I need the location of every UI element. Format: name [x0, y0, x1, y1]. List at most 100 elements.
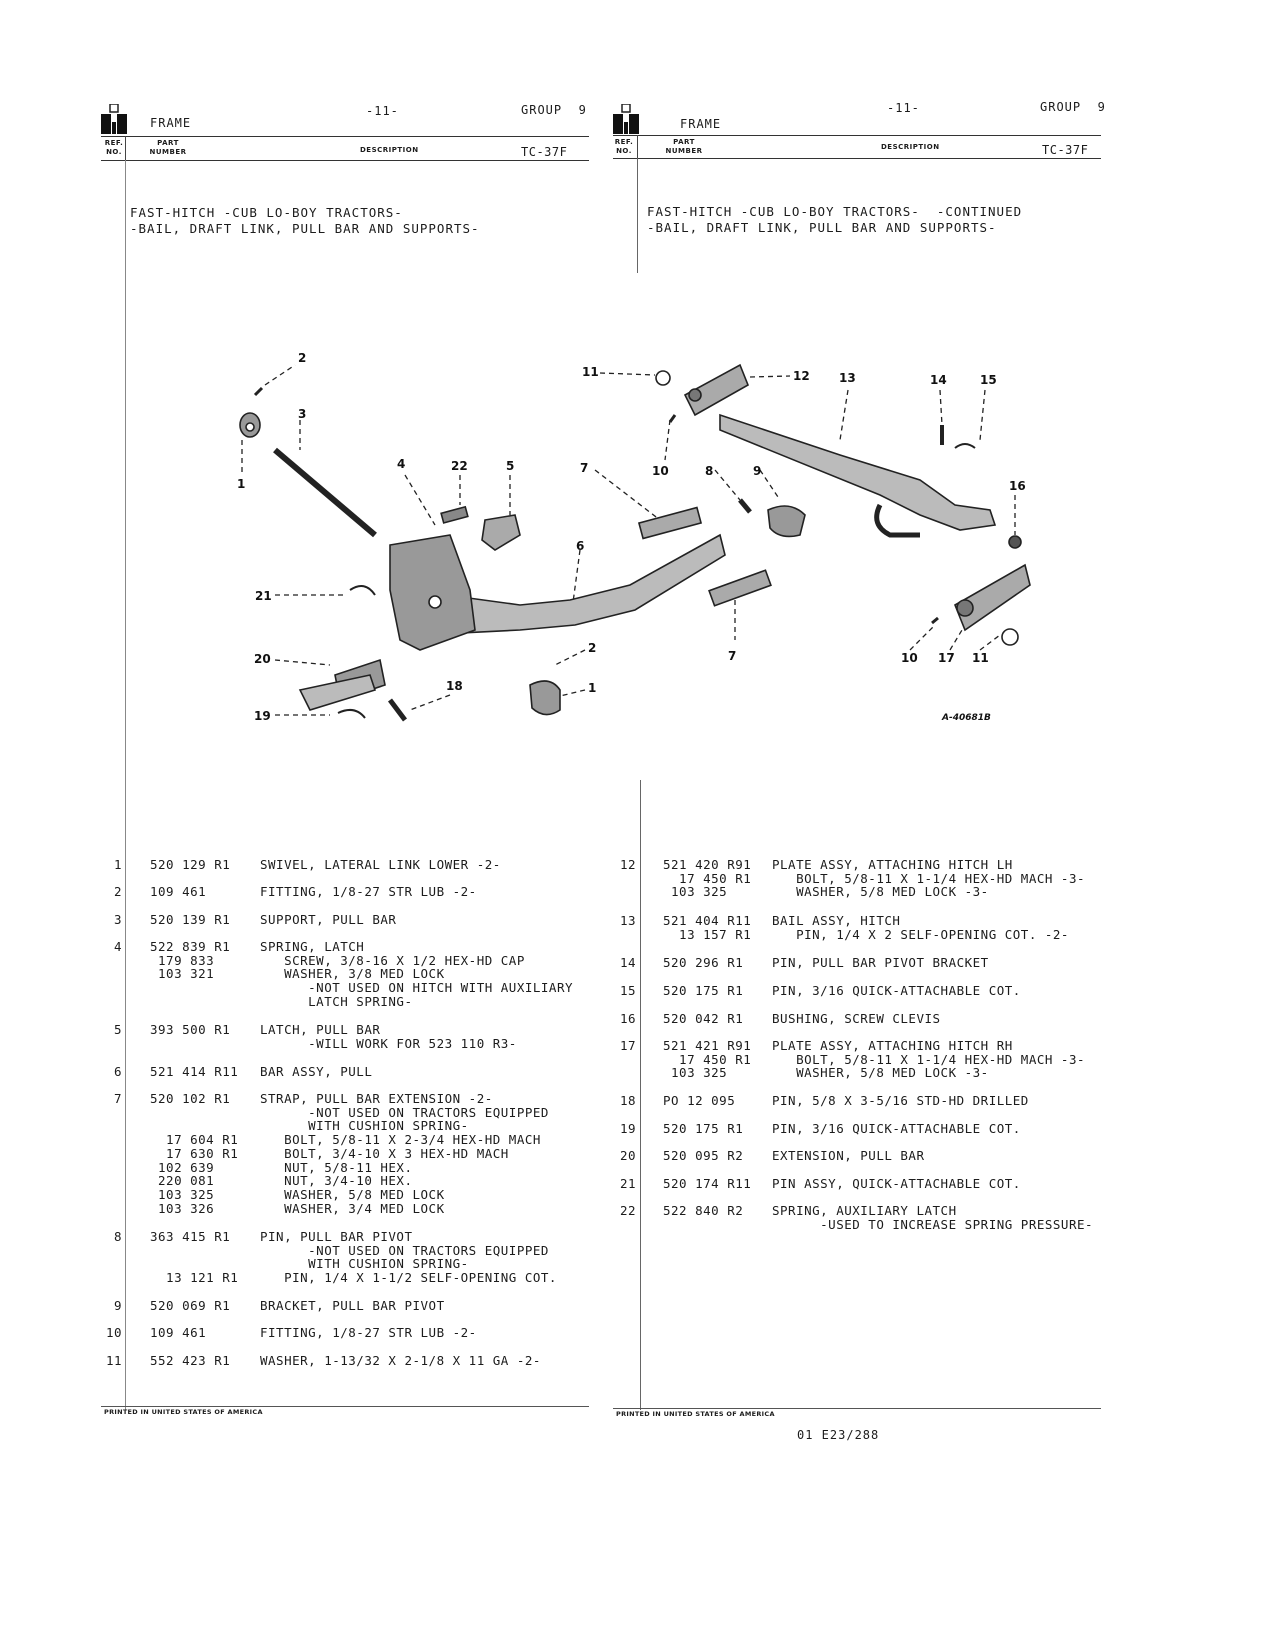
part-number: 103 325	[150, 1186, 215, 1202]
diagram-label: 21	[255, 589, 272, 603]
part-description: BOLT, 5/8-11 X 1-1/4 HEX-HD MACH -3-	[772, 870, 1085, 886]
diagram-label: 8	[705, 464, 713, 478]
ref-col-header-right: REF.NO.	[614, 138, 634, 155]
diagram-label: 10	[652, 464, 669, 478]
ref-number: 1	[113, 857, 122, 872]
diagram-label: 16	[1009, 479, 1026, 493]
part-number: 521 404 R11	[663, 913, 752, 928]
part-number: 102 639	[150, 1159, 215, 1175]
part-description: NUT, 3/4-10 HEX.	[260, 1173, 413, 1189]
part-number: 179 833	[150, 952, 215, 968]
page-number-left: -11-	[366, 104, 399, 118]
diagram-label: 14	[930, 373, 947, 387]
part-description: PLATE ASSY, ATTACHING HITCH RH	[772, 1038, 1013, 1053]
part-description: PIN, 1/4 X 1-1/2 SELF-OPENING COT.	[260, 1270, 557, 1286]
ref-number: 8	[113, 1229, 122, 1244]
diagram-label: 1	[237, 477, 245, 491]
part-description: BOLT, 5/8-11 X 2-3/4 HEX-HD MACH	[260, 1132, 541, 1148]
part-description: PIN, 1/4 X 2 SELF-OPENING COT. -2-	[772, 926, 1069, 942]
diagram-label: 5	[506, 459, 514, 473]
part-description: BUSHING, SCREW CLEVIS	[772, 1011, 941, 1026]
printed-note-right: PRINTED IN UNITED STATES OF AMERICA	[616, 1410, 775, 1418]
diagram-label: 3	[298, 407, 306, 421]
catalog-code-right: TC-37F	[1042, 143, 1089, 157]
part-number: 522 840 R2	[663, 1203, 744, 1218]
part-number: 521 421 R91	[663, 1038, 752, 1053]
part-description: BAIL ASSY, HITCH	[772, 913, 901, 928]
ref-number: 2	[113, 884, 122, 899]
part-number: 17 604 R1	[150, 1132, 239, 1148]
group-label-right: GROUP 9	[1040, 100, 1106, 114]
part-number: 520 069 R1	[150, 1298, 231, 1313]
part-description: WASHER, 3/4 MED LOCK	[260, 1200, 445, 1216]
ref-number: 10	[105, 1325, 122, 1340]
diagram-label: 6	[576, 539, 584, 553]
part-number: 220 081	[150, 1173, 215, 1189]
bail-assy-part	[719, 413, 997, 538]
part-number: 521 420 R91	[663, 857, 752, 872]
part-description: FITTING, 1/8-27 STR LUB -2-	[260, 1325, 477, 1340]
part-description: SWIVEL, LATERAL LINK LOWER -2-	[260, 857, 501, 872]
printed-note-left: PRINTED IN UNITED STATES OF AMERICA	[104, 1408, 263, 1416]
part-number: 520 175 R1	[663, 1121, 744, 1136]
ref-number: 16	[619, 1011, 636, 1026]
ref-number: 5	[113, 1022, 122, 1037]
part-number: 17 450 R1	[663, 1051, 752, 1067]
section-heading-left: FAST-HITCH -CUB LO-BOY TRACTORS--BAIL, D…	[130, 205, 480, 236]
part-number: 520 174 R11	[663, 1176, 752, 1191]
ref-number: 12	[619, 857, 636, 872]
desc-col-header-right: DESCRIPTION	[881, 143, 940, 151]
part-description: SPRING, AUXILIARY LATCH	[772, 1203, 957, 1218]
part-number: 103 325	[663, 1065, 728, 1081]
diagram-label: 12	[793, 369, 810, 383]
part-description: WASHER, 5/8 MED LOCK	[260, 1186, 445, 1202]
support-pull-bar-part	[239, 412, 377, 538]
ref-number: 14	[619, 955, 636, 970]
part-description: EXTENSION, PULL BAR	[772, 1148, 925, 1163]
part-number: 109 461	[150, 1325, 207, 1340]
part-description: SCREW, 3/8-16 X 1/2 HEX-HD CAP	[260, 952, 525, 968]
part-description: BOLT, 5/8-11 X 1-1/4 HEX-HD MACH -3-	[772, 1051, 1085, 1067]
catalog-code-left: TC-37F	[521, 145, 568, 159]
part-description: PIN, 3/16 QUICK-ATTACHABLE COT.	[772, 1121, 1021, 1136]
part-number: 103 325	[663, 884, 728, 900]
part-description: WASHER, 5/8 MED LOCK -3-	[772, 884, 989, 900]
part-description: PIN, 5/8 X 3-5/16 STD-HD DRILLED	[772, 1093, 1029, 1108]
part-description: SPRING, LATCH	[260, 939, 365, 954]
part-number: 520 175 R1	[663, 983, 744, 998]
part-description: PIN, 3/16 QUICK-ATTACHABLE COT.	[772, 983, 1021, 998]
part-number: 17 630 R1	[150, 1145, 239, 1161]
illustration-code: A-40681B	[941, 713, 991, 723]
part-number: 552 423 R1	[150, 1353, 231, 1368]
exploded-parts-diagram: 2 3 1 4 22 5 7 6 21 20 18 19 2 1 11 12 1…	[237, 351, 1031, 723]
ref-number: 4	[113, 939, 122, 954]
diagram-label: 2	[588, 641, 596, 655]
diagram-label: 11	[582, 365, 599, 379]
page-number-right: -11-	[887, 101, 920, 115]
part-description: -NOT USED ON HITCH WITH AUXILIARY	[260, 980, 573, 996]
ref-number: 13	[619, 913, 636, 928]
part-description: LATCH SPRING-	[260, 993, 413, 1009]
diagram-label: 1	[588, 681, 596, 695]
footer-code: 01 E23/288	[797, 1428, 880, 1442]
part-description: PIN ASSY, QUICK-ATTACHABLE COT.	[772, 1176, 1021, 1191]
part-number: 363 415 R1	[150, 1229, 231, 1244]
part-number: 393 500 R1	[150, 1022, 231, 1037]
section-title-right: FRAME	[680, 117, 722, 131]
part-number: 13 157 R1	[663, 926, 752, 942]
part-number: 521 414 R11	[150, 1064, 239, 1079]
pull-bar-assy-part	[389, 533, 726, 651]
desc-col-header-left: DESCRIPTION	[360, 146, 419, 154]
part-number: 520 296 R1	[663, 955, 744, 970]
ref-number: 22	[619, 1203, 636, 1218]
diagram-label: 17	[938, 651, 955, 665]
part-description: WASHER, 3/8 MED LOCK	[260, 966, 445, 982]
diagram-label: 9	[753, 464, 761, 478]
diagram-label: 13	[839, 371, 856, 385]
ih-logo-icon	[101, 104, 127, 134]
part-description: PLATE ASSY, ATTACHING HITCH LH	[772, 857, 1013, 872]
part-number: 520 139 R1	[150, 912, 231, 927]
ref-number: 9	[113, 1298, 122, 1313]
part-description: NUT, 5/8-11 HEX.	[260, 1159, 413, 1175]
